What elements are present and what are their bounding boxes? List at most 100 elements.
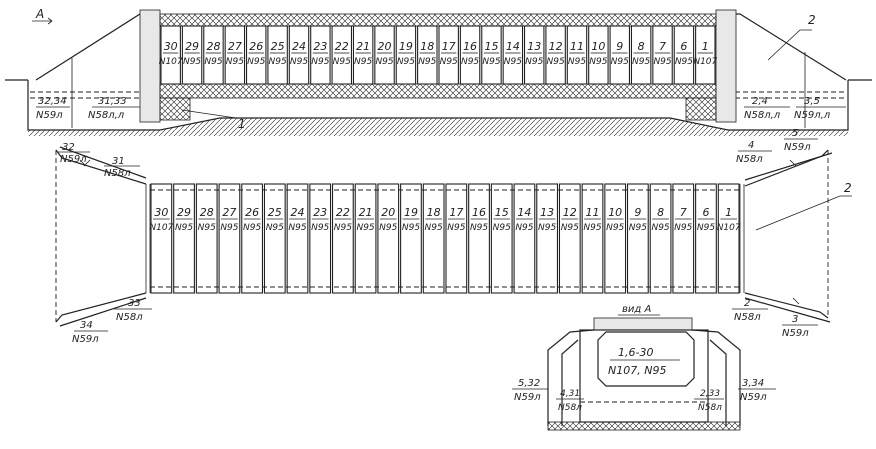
right-portal [715, 9, 737, 123]
elev-section-mark: N95 [204, 57, 222, 67]
wing-label-tl2-mark: N58л [104, 168, 131, 179]
plan-section-27 [218, 183, 241, 294]
top-slab [159, 13, 717, 27]
right-label-1-mark: N58л,л [744, 110, 781, 121]
plan-section-mark: N95 [606, 223, 624, 233]
plan-section-14 [513, 183, 536, 294]
plan-section-num: 24 [291, 206, 305, 219]
wing-label-br2-num: 3 [792, 314, 798, 325]
left-portal [139, 9, 161, 123]
elev-section-num: 25 [271, 40, 285, 53]
elev-section-23 [310, 25, 331, 85]
elev-section-6 [673, 25, 695, 85]
plan-section-num: 21 [359, 206, 373, 219]
elev-section-20 [374, 25, 395, 85]
plan-callout-leader [755, 195, 852, 231]
elev-section-14 [502, 25, 524, 85]
elev-section-num: 26 [249, 40, 263, 53]
section-left-outer-mark: N59л [514, 392, 541, 403]
plan-section-7 [672, 183, 695, 294]
plan-section-mark: N95 [651, 223, 669, 233]
elev-section-num: 24 [292, 40, 306, 53]
right-label-2-mark: N59л,л [794, 110, 831, 121]
plan-section-15 [490, 183, 513, 294]
right-foundation-step [685, 97, 717, 121]
plan-section-mark: N107 [149, 223, 173, 233]
plan-section-num: 13 [540, 206, 554, 219]
elev-section-num: 17 [442, 40, 456, 53]
plan-section-18 [422, 183, 445, 294]
plan-section-mark: N95 [493, 223, 511, 233]
elev-section-8 [630, 25, 652, 85]
plan-section-mark: N95 [674, 223, 692, 233]
elev-section-mark: N95 [226, 57, 244, 67]
elev-section-num: 18 [420, 40, 434, 53]
section-right-outer-num: 3,34 [742, 378, 764, 389]
wing-label-br2-mark: N59л [782, 328, 809, 339]
elev-section-mark: N95 [482, 57, 500, 67]
wing-label-bl-num: 33 [128, 298, 141, 309]
plan-section-mark: N95 [243, 223, 261, 233]
left-label-1-num: 32,34 [38, 96, 67, 107]
right-wing-walls-outer [744, 152, 833, 323]
plan-section-mark: N95 [356, 223, 374, 233]
plan-section-mark: N95 [334, 223, 352, 233]
callout-1: 1 [238, 117, 246, 131]
left-slope [35, 13, 152, 81]
elev-section-mark: N95 [247, 57, 265, 67]
elev-section-21 [352, 25, 374, 85]
plan-section-9 [626, 183, 649, 294]
elev-section-num: 15 [484, 40, 498, 53]
plan-section-num: 17 [449, 206, 463, 219]
plan-section-6 [695, 183, 717, 294]
plan-section-num: 15 [495, 206, 509, 219]
elev-section-27 [224, 25, 246, 85]
plan-section-num: 1 [725, 206, 732, 219]
section-view: вид А 1,6-30 N107, N95 5,32 N59л 4,31 N5… [512, 304, 776, 431]
left-label-2-mark: N58л,л [88, 110, 125, 121]
plan-section-19 [400, 183, 422, 294]
plan-section-num: 7 [680, 206, 687, 219]
elev-section-mark: N95 [611, 57, 629, 67]
elev-section-mark: N95 [269, 57, 287, 67]
plan-view: 30N10729N9528N9527N9526N9525N9524N9523N9… [55, 128, 852, 345]
plan-section-mark: N95 [583, 223, 601, 233]
wing-label-br-mark: N58л [734, 312, 761, 323]
plan-section-mark: N107 [717, 223, 741, 233]
plan-section-num: 19 [404, 206, 418, 219]
elev-section-25 [267, 25, 288, 85]
elev-section-num: 1 [702, 40, 709, 53]
elev-section-1 [695, 25, 716, 85]
elev-section-num: 13 [527, 40, 541, 53]
elevation-sections: 30N10729N9528N9527N9526N9525N9524N9523N9… [159, 25, 718, 85]
section-left-inner-mark: N58л [558, 403, 582, 413]
section-opening [597, 331, 695, 387]
elev-section-12 [545, 25, 566, 85]
plan-section-13 [536, 183, 559, 294]
plan-callout: 2 [844, 181, 852, 195]
plan-section-num: 26 [245, 206, 259, 219]
plan-section-num: 30 [154, 206, 168, 219]
plan-section-num: 27 [222, 206, 236, 219]
section-left-outer-num: 5,32 [518, 378, 540, 389]
wing-label-bl2-num: 34 [80, 320, 93, 331]
plan-portals [145, 184, 745, 293]
left-wing-walls [55, 149, 147, 323]
plan-section-10 [604, 183, 627, 294]
right-side-labels: 2,4 N58л,л 3,5 N59л,л [744, 96, 846, 121]
elev-section-17 [438, 25, 459, 85]
elev-section-28 [203, 25, 224, 85]
elev-section-mark: N95 [440, 57, 458, 67]
elev-section-mark: N95 [589, 57, 607, 67]
elev-section-mark: N95 [525, 57, 543, 67]
plan-section-mark: N95 [447, 223, 465, 233]
elev-section-26 [245, 25, 267, 85]
elev-section-num: 16 [463, 40, 477, 53]
plan-section-num: 8 [657, 206, 664, 219]
plan-section-24 [286, 183, 309, 294]
plan-section-26 [241, 183, 264, 294]
plan-section-28 [195, 183, 218, 294]
left-label-1-mark: N59л [36, 110, 63, 121]
section-right-inner-mark: N58л [698, 403, 722, 413]
right-wing-walls [744, 149, 829, 319]
